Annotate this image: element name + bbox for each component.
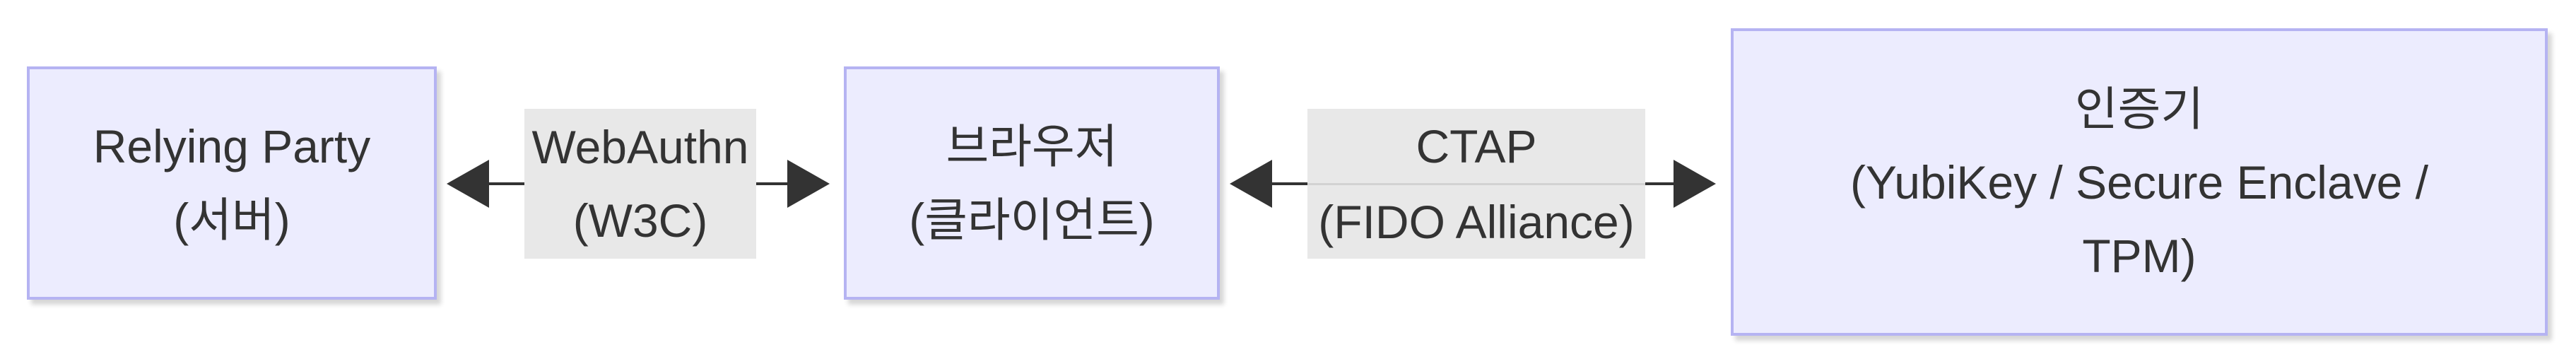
edge-ctap-arrowhead-left [1230,160,1272,208]
node-browser-line-2: (클라이언트) [909,194,1155,246]
edge-ctap-arrowhead-right [1674,160,1716,208]
node-browser-line-1: 브라우저 [946,120,1118,172]
edge-label-ctap: CTAP (FIDO Alliance) [1307,109,1645,259]
node-relying-party-line-1: Relying Party [93,120,371,172]
edge-webauthn-arrowhead-right [787,160,830,208]
edge-label-ctap-line-1: CTAP [1416,119,1537,172]
edge-label-webauthn-line-2: (W3C) [572,194,708,247]
node-relying-party: Relying Party (서버) [27,66,437,300]
edge-label-webauthn: WebAuthn (W3C) [524,109,756,259]
node-authenticator-line-1: 인증기 [2074,82,2204,135]
edge-label-ctap-divider [1307,182,1645,185]
node-browser: 브라우저 (클라이언트) [844,66,1220,300]
node-authenticator-line-2: (YubiKey / Secure Enclave / [1849,155,2429,209]
edge-label-ctap-line-2: (FIDO Alliance) [1318,195,1635,248]
node-authenticator: 인증기 (YubiKey / Secure Enclave / TPM) [1731,28,2548,336]
node-authenticator-line-3: TPM) [2082,229,2196,282]
node-relying-party-line-2: (서버) [173,194,290,246]
edge-label-webauthn-line-1: WebAuthn [531,121,749,173]
edge-webauthn-arrowhead-left [447,160,489,208]
